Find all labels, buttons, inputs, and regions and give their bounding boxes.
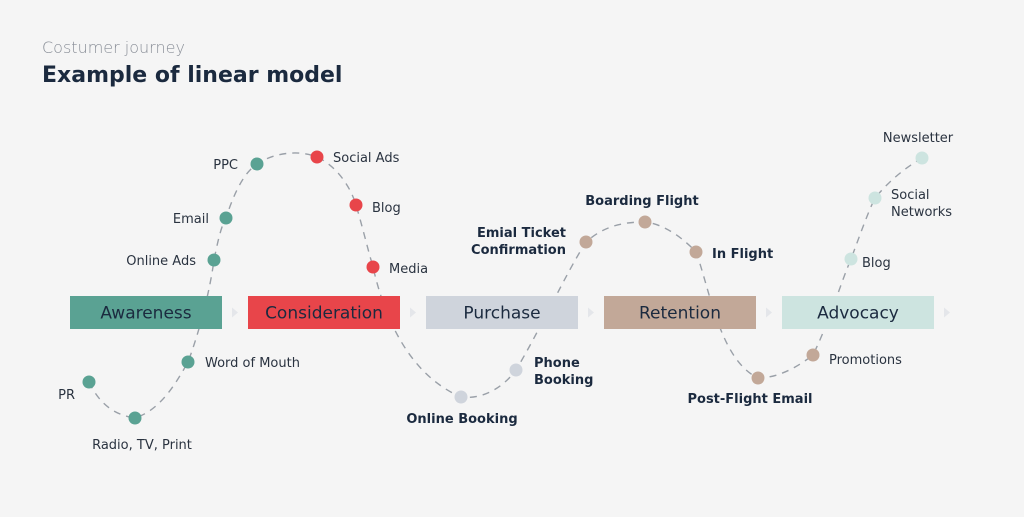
stage-arrow-icon <box>766 307 772 318</box>
touchpoint-dot <box>579 235 593 249</box>
stage-bar-consideration <box>248 296 400 329</box>
stage-bar-awareness <box>70 296 222 329</box>
touchpoint-label: Post-Flight Email <box>687 392 812 407</box>
touchpoint-dot <box>689 245 703 259</box>
touchpoint-label: In Flight <box>712 247 773 262</box>
touchpoint-dot <box>128 411 142 425</box>
header: Costumer journey Example of linear model <box>42 38 342 88</box>
touchpoint-label: Blog <box>862 256 891 271</box>
touchpoint: Boarding Flight <box>585 194 699 229</box>
stage-bar-advocacy <box>782 296 934 329</box>
touchpoint: PPC <box>213 157 264 173</box>
touchpoint-label: Online Ads <box>126 254 196 269</box>
touchpoint-dot <box>82 375 96 389</box>
touchpoint-dot <box>219 211 233 225</box>
touchpoint-label: Boarding Flight <box>585 194 698 209</box>
diagram-subtitle: Costumer journey <box>42 38 185 57</box>
touchpoint-dot <box>250 157 264 171</box>
stage-advocacy: Advocacy <box>782 296 950 329</box>
touchpoint-label: Word of Mouth <box>205 356 300 371</box>
touchpoint-dot <box>844 252 858 266</box>
touchpoint: Social Ads <box>310 150 400 166</box>
touchpoint-dot <box>207 253 221 267</box>
touchpoint-dot <box>310 150 324 164</box>
touchpoint-dot <box>868 191 882 205</box>
touchpoint-dot <box>806 348 820 362</box>
stage-label-consideration: Consideration <box>265 304 383 324</box>
touchpoint: Media <box>366 260 428 277</box>
touchpoint-label: Media <box>389 262 428 277</box>
stage-retention: Retention <box>604 296 772 329</box>
stage-label-purchase: Purchase <box>463 304 540 324</box>
journey-path-group <box>88 152 923 419</box>
touchpoint-dot <box>181 355 195 369</box>
touchpoint: Online Booking <box>406 390 518 427</box>
touchpoint: Radio, TV, Print <box>92 411 192 453</box>
touchpoint: Post-Flight Email <box>687 371 813 407</box>
stage-bars: Awareness Consideration Purchase Retention A… <box>70 296 950 329</box>
touchpoint-dot <box>454 390 468 404</box>
touchpoint: Blog <box>349 198 401 216</box>
touchpoint: Word of Mouth <box>181 355 300 371</box>
touchpoint-label: Online Booking <box>406 412 517 427</box>
stage-arrow-icon <box>232 307 238 318</box>
journey-path <box>88 152 923 419</box>
touchpoints: PR Radio, TV, Print Word of Mouth Online Ad… <box>58 131 954 453</box>
touchpoint: Online Ads <box>126 253 221 269</box>
stage-bar-purchase <box>426 296 578 329</box>
stage-label-advocacy: Advocacy <box>817 304 899 324</box>
touchpoint-dot <box>366 260 380 274</box>
touchpoint: In Flight <box>689 245 773 262</box>
touchpoint-dot <box>509 363 523 377</box>
stage-awareness: Awareness <box>70 296 238 329</box>
touchpoint-dot <box>349 198 363 212</box>
stage-consideration: Consideration <box>248 296 416 329</box>
stage-arrow-icon <box>944 307 950 318</box>
stage-arrow-icon <box>588 307 594 318</box>
stage-purchase: Purchase <box>426 296 594 329</box>
touchpoint: Blog <box>844 252 891 271</box>
touchpoint-dot <box>638 215 652 229</box>
touchpoint: Promotions <box>806 348 902 368</box>
touchpoint-label: Promotions <box>829 353 902 368</box>
touchpoint-label: PR <box>58 388 75 403</box>
touchpoint-label: Blog <box>372 201 401 216</box>
stage-arrow-icon <box>410 307 416 318</box>
touchpoint-label: Email <box>173 212 209 227</box>
touchpoint-dot <box>915 151 929 165</box>
touchpoint: Email <box>173 211 233 227</box>
touchpoint-label: PPC <box>213 158 238 173</box>
touchpoint-dot <box>751 371 765 385</box>
touchpoint: PR <box>58 375 96 403</box>
diagram-title: Example of linear model <box>42 63 343 88</box>
stage-label-awareness: Awareness <box>100 304 191 324</box>
stage-label-retention: Retention <box>639 304 721 324</box>
touchpoint-label: Radio, TV, Print <box>92 438 192 453</box>
touchpoint: Newsletter <box>883 131 954 165</box>
stage-bar-retention <box>604 296 756 329</box>
touchpoint-label: Social Ads <box>333 151 400 166</box>
touchpoint-label: Newsletter <box>883 131 954 146</box>
